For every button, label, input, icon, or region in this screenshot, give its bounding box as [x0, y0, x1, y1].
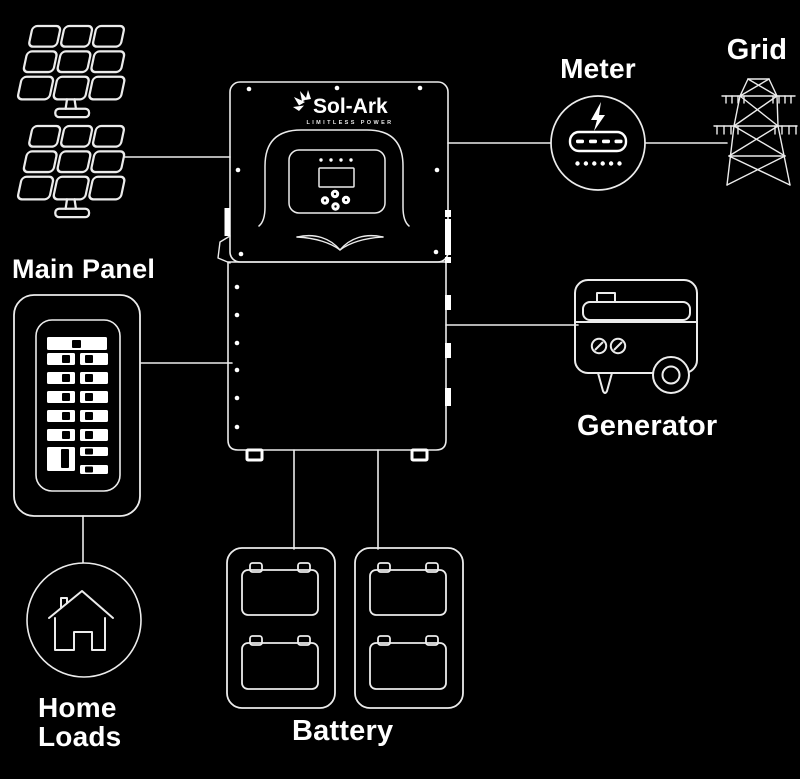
main-panel-label: Main Panel — [12, 254, 156, 284]
home-loads-label: Home Loads — [38, 693, 121, 751]
battery-modules — [241, 562, 447, 690]
breaker-switches — [47, 337, 108, 474]
grid-label: Grid — [726, 34, 788, 66]
electric-meter-icon — [550, 95, 646, 191]
transmission-tower-icon — [713, 78, 798, 186]
home-loads-label-line1: Home — [38, 692, 117, 723]
home-loads-label-line2: Loads — [38, 721, 122, 753]
brand-name: Sol-Ark — [313, 95, 388, 118]
status-leds — [319, 158, 353, 162]
battery-cabinet-1 — [226, 547, 336, 709]
battery-cabinet-2 — [354, 547, 464, 709]
sun-logo-icon — [293, 90, 311, 111]
solar-panel-icon — [16, 124, 138, 219]
screw-dots — [234, 85, 440, 430]
solar-panel-icon — [16, 24, 126, 119]
brand-tagline: LIMITLESS POWER — [306, 120, 393, 126]
house-icon — [26, 562, 142, 678]
breaker-panel-icon — [13, 294, 141, 517]
keypad-buttons — [320, 189, 351, 211]
generator-icon — [574, 279, 698, 394]
battery-bank-icon — [226, 547, 464, 709]
meter-label: Meter — [560, 53, 636, 84]
conduit-tabs — [224, 208, 451, 406]
inverter-icon: Sol-Ark LIMITLESS POWER — [217, 81, 451, 462]
battery-label: Battery — [292, 715, 394, 747]
generator-label: Generator — [577, 410, 718, 442]
lightning-bolt-icon — [591, 102, 605, 131]
